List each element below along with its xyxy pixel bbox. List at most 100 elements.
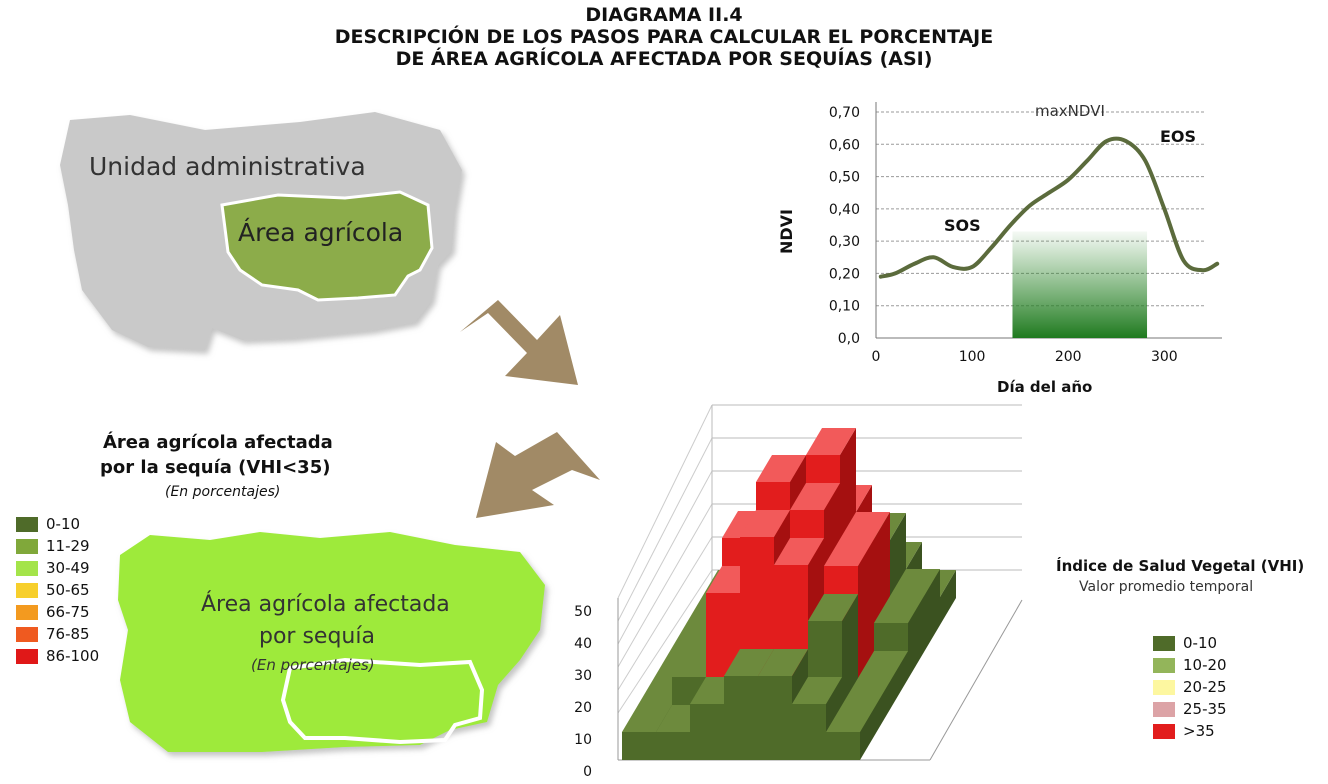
vhi-bar-top (622, 705, 672, 732)
vhi-bar (758, 676, 792, 760)
vhi-bar-top (758, 649, 808, 676)
ndvi-y-tick: 0,30 (829, 234, 860, 250)
vhi-legend-item-row: 25-35 (1153, 698, 1227, 720)
result-legend-item-row: 50-65 (16, 579, 99, 601)
ndvi-sos-label: SOS (944, 216, 981, 235)
vhi-side-gridline (617, 536, 713, 691)
vhi-bar-top (774, 538, 824, 565)
ndvi-line (878, 136, 1220, 279)
result-legend-item-label: 76-85 (46, 625, 90, 643)
result-legend-item-swatch (16, 604, 38, 620)
vhi-bar-side (860, 705, 876, 760)
vhi-bar-top (824, 539, 874, 566)
ndvi-ylabel: NDVI (777, 208, 797, 255)
vhi-bar-side (892, 651, 908, 706)
result-center-line-1: Área agrícola afectada (201, 592, 450, 617)
admin-unit-label: Unidad administrativa (89, 152, 366, 181)
result-legend-item-label: 30-49 (46, 559, 90, 577)
result-legend-item-label: 86-100 (46, 647, 100, 665)
vhi-bar-top (756, 455, 806, 482)
vhi-side-gridline (617, 437, 713, 622)
result-legend-item-row: 0-10 (16, 513, 99, 535)
ndvi-season-bar (1012, 231, 1148, 338)
ndvi-xlabel: Día del año (997, 378, 1093, 396)
vhi-bar-top (840, 512, 890, 539)
result-center-line-2: por sequía (259, 624, 375, 649)
ndvi-y-tick: 0,40 (829, 202, 860, 218)
vhi-bar-side (876, 678, 892, 733)
arrow-left-down (476, 432, 600, 518)
vhi-legend-item-label: 20-25 (1183, 678, 1227, 696)
ndvi-y-tick: 0,70 (829, 105, 860, 121)
ndvi-y-tick: 0,20 (829, 266, 860, 282)
result-legend-item-swatch (16, 516, 38, 532)
vhi-bar (792, 704, 826, 760)
ndvi-y-tick: 0,0 (838, 331, 860, 347)
ndvi-y-tick: 0,10 (829, 299, 860, 315)
vhi-z-tick: 20 (574, 700, 592, 716)
result-legend-item-row: 66-75 (16, 601, 99, 623)
vhi-z-tick: 30 (574, 668, 592, 684)
result-legend-item-swatch (16, 626, 38, 642)
vhi-depth-axis (929, 599, 1023, 761)
vhi-bar-top (790, 483, 840, 510)
result-map-shape (118, 532, 545, 752)
agri-area-label: Área agrícola (238, 218, 404, 247)
vhi-legend-item-swatch (1153, 701, 1175, 717)
vhi-bar-top (874, 596, 924, 623)
vhi-legend-item-swatch (1153, 657, 1175, 673)
vhi-bar-top (792, 677, 842, 704)
result-legend-item-label: 0-10 (46, 515, 81, 533)
diagram-title: DIAGRAMA II.4 DESCRIPCIÓN DE LOS PASOS P… (0, 4, 1328, 70)
vhi-legend-item-swatch (1153, 635, 1175, 651)
result-legend-item-row: 76-85 (16, 623, 99, 645)
ndvi-eos-label: EOS (1160, 127, 1197, 146)
vhi-legend-item-row: 20-25 (1153, 676, 1227, 698)
vhi-legend-item-label: 10-20 (1183, 656, 1227, 674)
vhi-bar-top (724, 649, 774, 676)
result-legend: 0-10 11-29 30-49 50-65 66-75 76-85 86-100 (16, 513, 99, 667)
vhi-bar-side (908, 596, 924, 679)
vhi-legend-item-row: >35 (1153, 720, 1227, 742)
vhi-legend-item-row: 10-20 (1153, 654, 1227, 676)
ndvi-x-tick: 200 (1055, 349, 1082, 365)
result-title-line-1: Área agrícola afectada (103, 432, 333, 453)
vhi-bar-side (940, 570, 956, 625)
vhi-side-gridline (617, 503, 713, 668)
vhi-legend-item-label: 25-35 (1183, 700, 1227, 718)
result-legend-item-swatch (16, 560, 38, 576)
vhi-bar (622, 732, 656, 760)
ndvi-y-tick: 0,50 (829, 170, 860, 186)
vhi-bar-top (826, 705, 876, 732)
vhi-bar-top (858, 651, 908, 678)
vhi-legend-subtitle: Valor promedio temporal (1079, 579, 1254, 595)
result-legend-item-swatch (16, 648, 38, 664)
vhi-z-tick: 40 (574, 636, 592, 652)
result-agri-outline (280, 657, 485, 745)
ndvi-x-tick: 100 (959, 349, 986, 365)
vhi-bar-top (740, 510, 790, 537)
vhi-bar (690, 704, 724, 760)
vhi-legend-item-label: >35 (1183, 722, 1215, 740)
result-legend-item-label: 11-29 (46, 537, 90, 555)
vhi-legend-title: Índice de Salud Vegetal (VHI) (1056, 557, 1305, 575)
vhi-bar-top (808, 594, 858, 621)
title-line-2: DESCRIPCIÓN DE LOS PASOS PARA CALCULAR E… (334, 26, 994, 48)
vhi-z-tick: 50 (574, 604, 592, 620)
vhi-z-tick: 10 (574, 732, 592, 748)
ndvi-x-tick: 300 (1151, 349, 1178, 365)
vhi-bar (656, 732, 690, 760)
result-legend-item-label: 66-75 (46, 603, 90, 621)
ndvi-x-tick: 0 (872, 349, 881, 365)
vhi-side-gridline (617, 404, 713, 599)
vhi-legend-item-swatch (1153, 723, 1175, 739)
result-legend-item-label: 50-65 (46, 581, 90, 599)
result-subtitle: (En porcentajes) (165, 484, 281, 500)
vhi-side-gridline (617, 470, 713, 645)
vhi-bar-top (806, 428, 856, 455)
vhi-bar-side (924, 569, 940, 652)
